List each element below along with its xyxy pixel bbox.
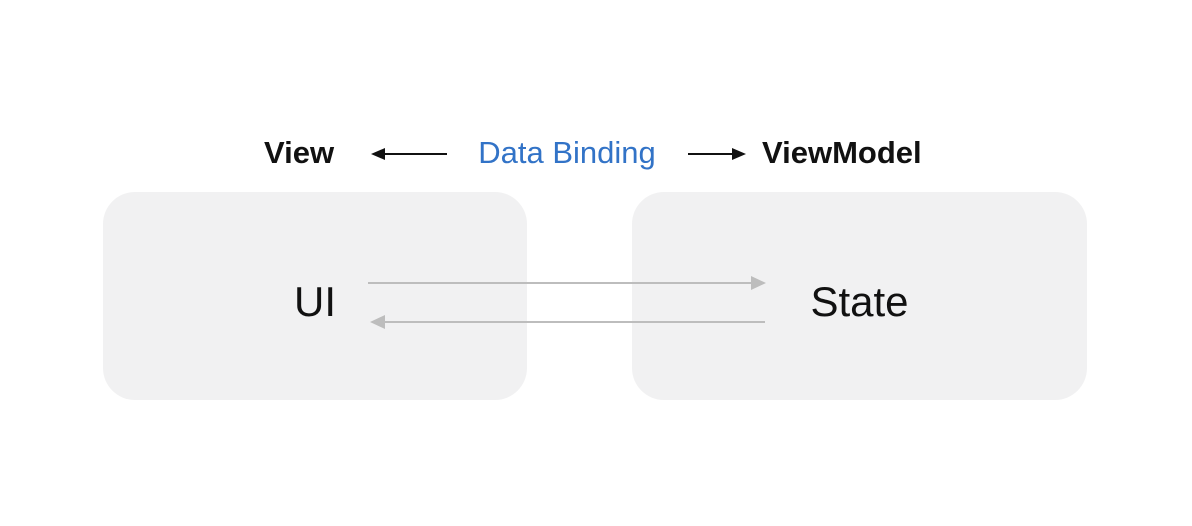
viewmodel-box: State: [632, 192, 1087, 400]
arrow-left-icon: [371, 148, 447, 160]
state-label: State: [810, 278, 909, 325]
view-label: View: [264, 135, 335, 170]
data-binding-label: Data Binding: [478, 135, 656, 170]
viewmodel-label: ViewModel: [762, 135, 922, 170]
view-box: UI: [103, 192, 527, 400]
ui-label: UI: [294, 278, 336, 325]
arrow-right-icon: [688, 148, 746, 160]
